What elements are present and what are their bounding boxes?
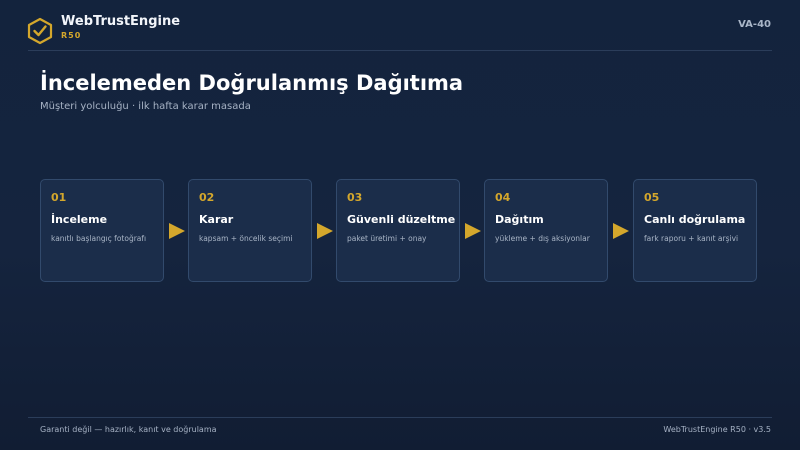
step-card-inceleme: 01 İnceleme kanıtlı başlangıç fotoğrafı <box>40 179 164 282</box>
version-code: VA-40 <box>738 19 771 30</box>
footer-divider <box>28 417 772 418</box>
page-subtitle: Müşteri yolculuğu · ilk hafta karar masa… <box>40 101 251 112</box>
step-description: kapsam + öncelik seçimi <box>199 234 293 243</box>
step-number: 05 <box>644 191 660 204</box>
step-number: 01 <box>51 191 67 204</box>
page-title: İncelemeden Doğrulanmış Dağıtıma <box>40 71 464 95</box>
brand-name: WebTrustEngine <box>61 14 181 29</box>
arrow-right-icon <box>465 223 481 239</box>
step-number: 04 <box>495 191 511 204</box>
step-number: 02 <box>199 191 215 204</box>
step-title: Dağıtım <box>495 213 544 226</box>
footer-disclaimer: Garanti değil — hazırlık, kanıt ve doğru… <box>40 425 217 434</box>
step-description: kanıtlı başlangıç fotoğrafı <box>51 234 147 243</box>
hexagon-check-icon <box>27 17 53 45</box>
footer-version: WebTrustEngine R50 · v3.5 <box>663 425 771 434</box>
step-title: İnceleme <box>51 213 108 226</box>
step-title: Karar <box>199 213 234 226</box>
arrow-right-icon <box>169 223 185 239</box>
step-card-dagitim: 04 Dağıtım yükleme + dış aksiyonlar <box>484 179 608 282</box>
step-number: 03 <box>347 191 363 204</box>
header: WebTrustEngine R50 VA-40 <box>0 0 800 50</box>
arrow-right-icon <box>613 223 629 239</box>
step-description: fark raporu + kanıt arşivi <box>644 234 739 243</box>
step-title: Canlı doğrulama <box>644 213 746 226</box>
brand-release: R50 <box>61 31 82 40</box>
step-card-canli-dogrulama: 05 Canlı doğrulama fark raporu + kanıt a… <box>633 179 757 282</box>
step-card-guvenli-duzeltme: 03 Güvenli düzeltme paket üretimi + onay <box>336 179 460 282</box>
header-divider <box>28 50 772 51</box>
step-description: paket üretimi + onay <box>347 234 427 243</box>
arrow-right-icon <box>317 223 333 239</box>
step-card-karar: 02 Karar kapsam + öncelik seçimi <box>188 179 312 282</box>
step-description: yükleme + dış aksiyonlar <box>495 234 590 243</box>
step-title: Güvenli düzeltme <box>347 213 456 226</box>
